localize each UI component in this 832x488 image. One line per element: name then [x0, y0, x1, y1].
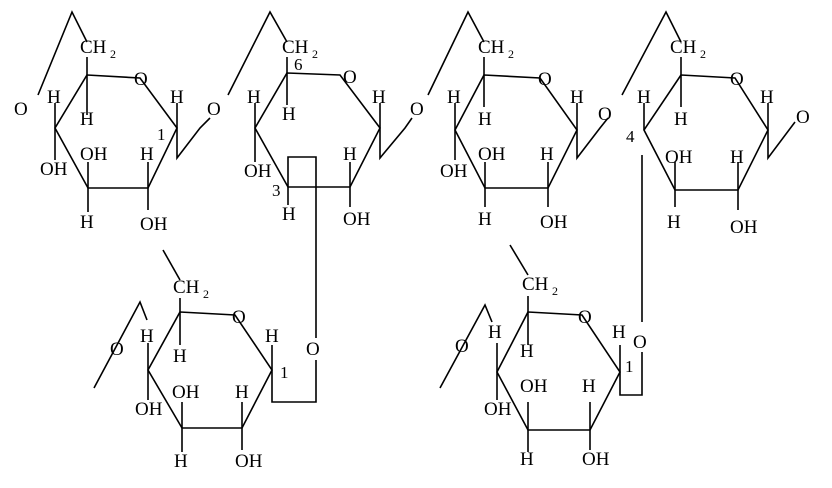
- oh-label: OH: [440, 161, 468, 182]
- carbon-number-label: 1: [280, 363, 289, 382]
- carbon-number-label: 1: [157, 125, 166, 144]
- ch2-subscript: 2: [700, 47, 706, 61]
- h-label: H: [520, 341, 534, 362]
- ch2-subscript: 2: [508, 47, 514, 61]
- h-label: H: [173, 346, 187, 367]
- h-label: H: [372, 87, 386, 108]
- bridge-oxygen-label: O: [455, 336, 469, 357]
- glucose-unit-6: [439, 244, 643, 452]
- ring-oxygen-label: O: [730, 69, 744, 90]
- h-label: H: [47, 87, 61, 108]
- h-label: H: [343, 144, 357, 165]
- oh-label: OH: [730, 217, 758, 238]
- ring-oxygen-label: O: [538, 69, 552, 90]
- h-label: H: [140, 326, 154, 347]
- h-label: H: [637, 87, 651, 108]
- oh-label: OH: [135, 399, 163, 420]
- carbon-number-label: 4: [626, 127, 635, 146]
- h-label: H: [265, 326, 279, 347]
- h-label: H: [170, 87, 184, 108]
- ch2-label: CH: [173, 277, 200, 298]
- bridge-oxygen-label: O: [410, 99, 424, 120]
- oh-label: OH: [343, 209, 371, 230]
- ring-oxygen-label: O: [134, 69, 148, 90]
- ch2-label: CH: [478, 37, 505, 58]
- ring-oxygen-label: O: [343, 67, 357, 88]
- h-label: H: [174, 451, 188, 472]
- oh-label: OH: [478, 144, 506, 165]
- bridge-oxygen-label: O: [796, 107, 810, 128]
- oh-label: OH: [665, 147, 693, 168]
- ch2-subscript: 2: [203, 287, 209, 301]
- oh-label: OH: [540, 212, 568, 233]
- h-label: H: [478, 109, 492, 130]
- bridge-oxygen-label: O: [633, 332, 647, 353]
- h-label: H: [582, 376, 596, 397]
- ring-oxygen-label: O: [578, 307, 592, 328]
- ring-oxygen-label: O: [232, 307, 246, 328]
- bridge-oxygen-label: O: [306, 339, 320, 360]
- h-label: H: [520, 449, 534, 470]
- ch2-label: CH: [80, 37, 107, 58]
- oh-label: OH: [484, 399, 512, 420]
- oh-label: OH: [40, 159, 68, 180]
- glucose-unit-1: [37, 10, 211, 212]
- h-label: H: [570, 87, 584, 108]
- h-label: H: [488, 322, 502, 343]
- ch2-subscript: 2: [110, 47, 116, 61]
- oh-label: OH: [582, 449, 610, 470]
- h-label: H: [478, 209, 492, 230]
- glucose-unit-4: [621, 10, 796, 322]
- oh-label: OH: [172, 382, 200, 403]
- bridge-oxygen-label: O: [110, 339, 124, 360]
- bridge-oxygen-label: O: [207, 99, 221, 120]
- ch2-subscript: 2: [552, 284, 558, 298]
- glucose-unit-3: [427, 10, 609, 207]
- ch2-label: CH: [282, 37, 309, 58]
- bridge-oxygen-label: O: [598, 104, 612, 125]
- glucose-unit-2: [227, 10, 413, 338]
- glucose-unit-5: [93, 249, 317, 452]
- h-label: H: [282, 104, 296, 125]
- h-label: H: [247, 87, 261, 108]
- h-label: H: [667, 212, 681, 233]
- bridge-oxygen-label: O: [14, 99, 28, 120]
- ch2-subscript: 2: [312, 47, 318, 61]
- h-label: H: [80, 212, 94, 233]
- carbon-number-label: 6: [294, 55, 303, 74]
- oh-label: OH: [520, 376, 548, 397]
- ch2-label: CH: [670, 37, 697, 58]
- h-label: H: [235, 382, 249, 403]
- h-label: H: [447, 87, 461, 108]
- carbon-number-label: 1: [625, 357, 634, 376]
- oh-label: OH: [244, 161, 272, 182]
- h-label: H: [760, 87, 774, 108]
- h-label: H: [730, 147, 744, 168]
- oh-label: OH: [140, 214, 168, 235]
- h-label: H: [282, 204, 296, 225]
- h-label: H: [80, 109, 94, 130]
- h-label: H: [140, 144, 154, 165]
- oh-label: OH: [235, 451, 263, 472]
- h-label: H: [612, 322, 626, 343]
- h-label: H: [540, 144, 554, 165]
- h-label: H: [674, 109, 688, 130]
- oh-label: OH: [80, 144, 108, 165]
- carbon-number-label: 3: [272, 181, 281, 200]
- ch2-label: CH: [522, 274, 549, 295]
